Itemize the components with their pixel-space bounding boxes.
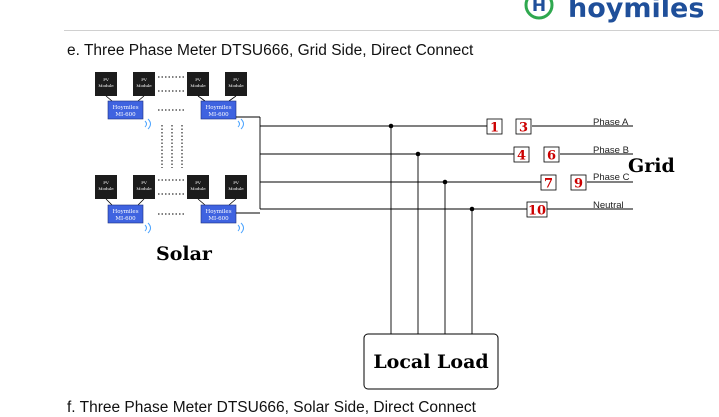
wiring-diagram: PV Module PV Module PV Module PV Module … <box>95 72 675 390</box>
svg-text:MI-600: MI-600 <box>208 112 229 118</box>
header-divider <box>64 30 719 31</box>
svg-text:Module: Module <box>98 83 114 88</box>
svg-text:4: 4 <box>517 149 526 164</box>
brand-name: hoymiles <box>568 0 705 24</box>
meter-terminal: 7 <box>540 174 557 192</box>
svg-text:PV: PV <box>103 77 109 82</box>
phase-c-label: Phase C <box>593 172 630 183</box>
pv-module: PV Module <box>95 72 117 96</box>
svg-text:MI-600: MI-600 <box>115 112 136 118</box>
svg-text:Hoymiles: Hoymiles <box>112 105 138 111</box>
svg-text:PV: PV <box>233 180 239 185</box>
svg-text:Module: Module <box>228 186 244 191</box>
section-heading: e. Three Phase Meter DTSU666, Grid Side,… <box>67 42 474 59</box>
svg-text:PV: PV <box>141 180 147 185</box>
logo-mark-letter: H <box>532 0 546 16</box>
load-tap-lines <box>390 126 473 334</box>
svg-text:Local Load: Local Load <box>373 351 488 373</box>
pv-module: PV Module <box>187 175 209 199</box>
local-load-box: Local Load <box>363 333 499 390</box>
svg-text:PV: PV <box>103 180 109 185</box>
inverter-box: Hoymiles MI-600 <box>200 100 237 120</box>
svg-text:Module: Module <box>136 83 152 88</box>
wifi-icon <box>237 118 244 130</box>
pv-module: PV Module <box>225 72 247 96</box>
pv-module: PV Module <box>133 72 155 96</box>
svg-text:Hoymiles: Hoymiles <box>112 209 138 215</box>
pv-module: PV Module <box>187 72 209 96</box>
svg-text:PV: PV <box>141 77 147 82</box>
meter-terminal: 3 <box>515 118 532 136</box>
svg-text:10: 10 <box>528 204 546 219</box>
pv-module: PV Module <box>95 175 117 199</box>
svg-text:PV: PV <box>195 77 201 82</box>
meter-terminal: 6 <box>543 146 560 164</box>
neutral-label: Neutral <box>593 200 624 211</box>
wifi-icon <box>237 222 244 234</box>
svg-text:Module: Module <box>228 83 244 88</box>
svg-text:Module: Module <box>190 83 206 88</box>
grid-label: Grid <box>628 155 675 177</box>
svg-text:PV: PV <box>233 77 239 82</box>
inverter-box: Hoymiles MI-600 <box>107 204 144 224</box>
phase-a-label: Phase A <box>593 117 629 128</box>
solar-label: Solar <box>156 243 213 265</box>
wifi-icon <box>144 118 151 130</box>
meter-terminal: 9 <box>570 174 587 192</box>
inverter-box: Hoymiles MI-600 <box>200 204 237 224</box>
svg-text:3: 3 <box>519 121 528 136</box>
svg-text:Hoymiles: Hoymiles <box>205 209 231 215</box>
meter-terminal: 10 <box>526 201 548 219</box>
grid-lines <box>532 125 633 210</box>
svg-text:9: 9 <box>574 177 583 192</box>
svg-text:MI-600: MI-600 <box>115 216 136 222</box>
wifi-icon <box>144 222 151 234</box>
svg-text:MI-600: MI-600 <box>208 216 229 222</box>
ac-trunk <box>236 116 541 214</box>
svg-text:Module: Module <box>98 186 114 191</box>
pv-module: PV Module <box>225 175 247 199</box>
svg-text:7: 7 <box>544 177 553 192</box>
hoymiles-logo-icon: H <box>524 0 554 20</box>
meter-terminal: 1 <box>486 118 503 136</box>
inverter-box: Hoymiles MI-600 <box>107 100 144 120</box>
pv-module: PV Module <box>133 175 155 199</box>
svg-text:6: 6 <box>547 149 556 164</box>
meter-terminal: 4 <box>513 146 530 164</box>
junction-dot <box>388 123 475 212</box>
svg-text:PV: PV <box>195 180 201 185</box>
phase-b-label: Phase B <box>593 145 629 156</box>
svg-text:Module: Module <box>190 186 206 191</box>
svg-text:1: 1 <box>490 121 499 136</box>
svg-text:Hoymiles: Hoymiles <box>205 105 231 111</box>
svg-text:Module: Module <box>136 186 152 191</box>
